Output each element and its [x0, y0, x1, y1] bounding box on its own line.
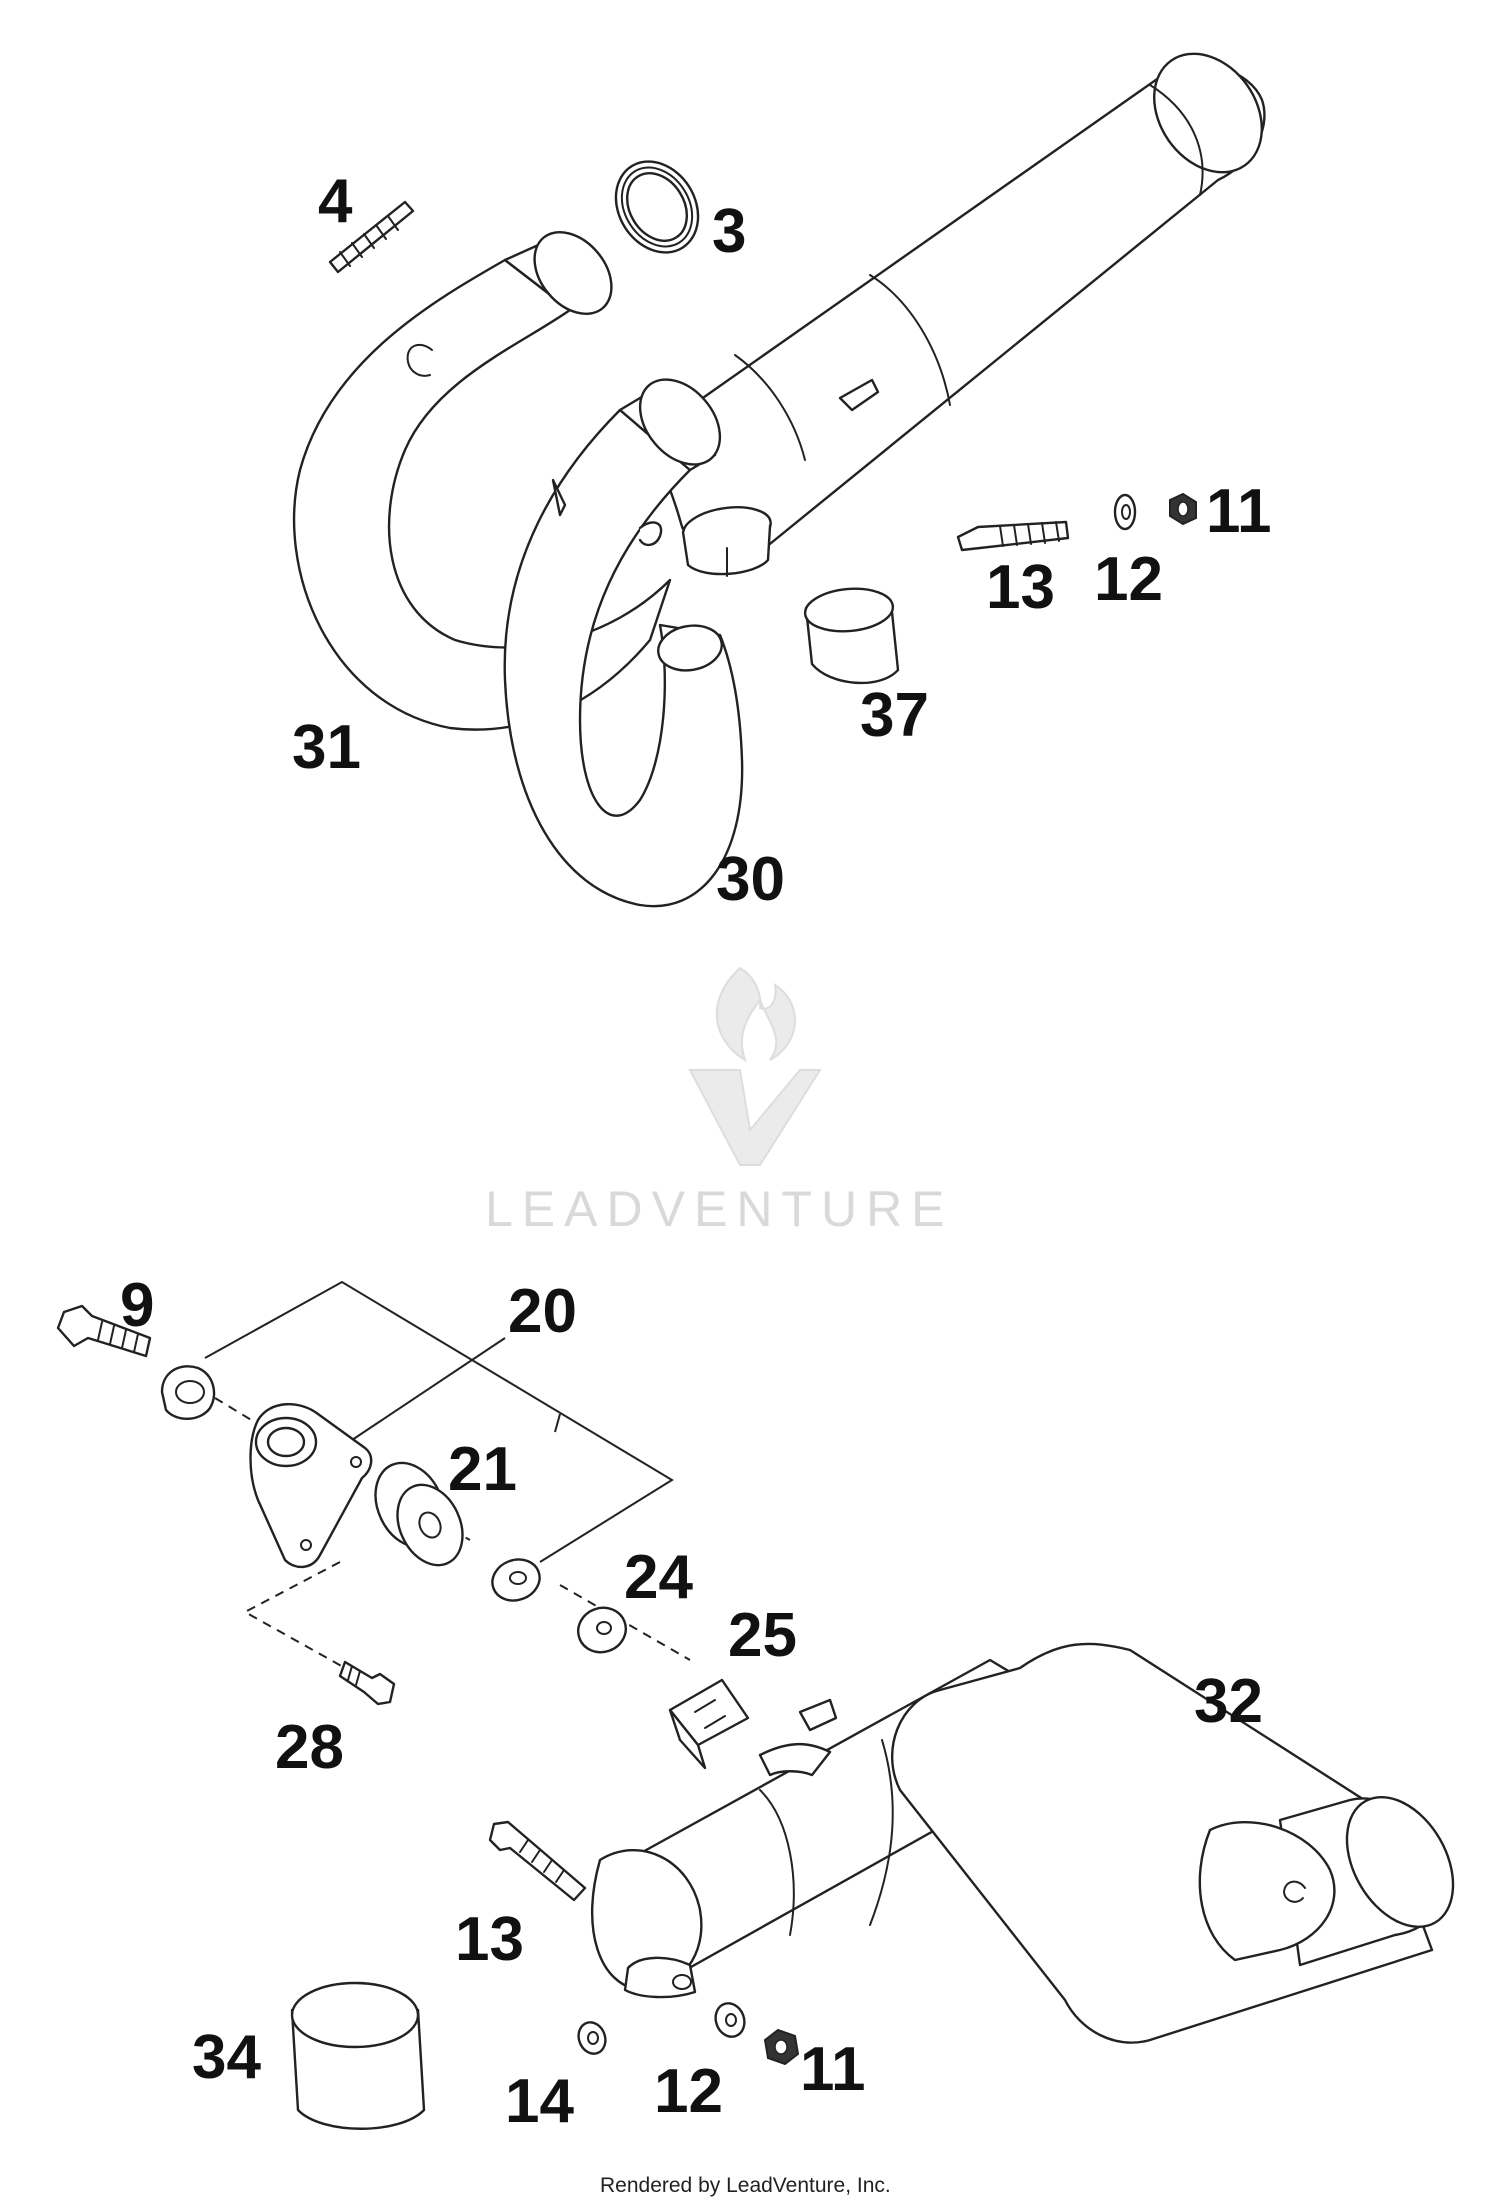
leader-21	[554, 1413, 561, 1433]
part-32-silencer	[590, 1642, 1455, 2044]
callout-12-lower: 12	[654, 2057, 723, 2126]
watermark-brand: LEADVENTURE	[485, 1181, 954, 1237]
part-14-washer	[577, 2021, 607, 2055]
leader-bracket-kit	[204, 1280, 674, 1563]
part-manifold-body	[657, 52, 1266, 565]
callout-25: 25	[728, 1601, 797, 1670]
part-13-bolt	[956, 520, 1070, 552]
part-9-bolt	[56, 1304, 152, 1358]
callout-13: 13	[986, 553, 1055, 622]
part-washer-mid	[491, 1558, 541, 1602]
part-manifold-outlet	[681, 506, 772, 577]
part-12-washer-lower	[714, 2002, 746, 2038]
part-20-bracket	[249, 1402, 373, 1569]
callout-14: 14	[505, 2067, 574, 2136]
callout-3: 3	[712, 197, 746, 266]
callout-13-lower: 13	[455, 1905, 524, 1974]
part-4-spring	[328, 200, 415, 274]
callout-9: 9	[120, 1271, 154, 1340]
part-25-clip-nut	[668, 1678, 750, 1770]
callout-11-lower: 11	[800, 2035, 866, 2104]
footer-credit: Rendered by LeadVenture, Inc.	[600, 2174, 891, 2197]
part-21-grommet	[374, 1461, 464, 1567]
part-11-nut-lower	[763, 2028, 800, 2066]
part-28-bolt	[338, 1660, 396, 1706]
part-11-nut	[1169, 492, 1197, 526]
callout-28: 28	[275, 1713, 344, 1782]
part-12-washer	[1113, 493, 1137, 531]
callout-32: 32	[1194, 1667, 1263, 1736]
part-31-header-pipe	[292, 230, 672, 731]
part-clamp	[623, 1956, 697, 1999]
callout-24: 24	[624, 1543, 693, 1612]
leader-20	[351, 1337, 506, 1441]
callout-31: 31	[292, 713, 361, 782]
callout-30: 30	[716, 845, 785, 914]
part-37-sleeve	[803, 587, 900, 685]
part-3-gasket	[614, 160, 700, 254]
callout-20: 20	[508, 1277, 577, 1346]
callout-4: 4	[318, 167, 353, 236]
watermark-logo	[688, 966, 822, 1166]
callout-12: 12	[1094, 545, 1163, 614]
part-13-bolt-lower	[488, 1820, 587, 1902]
part-20-spacer	[160, 1365, 216, 1420]
callout-34: 34	[192, 2023, 261, 2092]
part-34-sleeve	[290, 1981, 426, 2130]
callout-11: 11	[1206, 477, 1272, 546]
alignment-line-lower	[242, 1561, 346, 1669]
part-24-washer	[577, 1606, 627, 1654]
callout-37: 37	[860, 681, 929, 750]
part-30-header-pipe	[503, 378, 744, 908]
callout-21: 21	[448, 1435, 517, 1504]
